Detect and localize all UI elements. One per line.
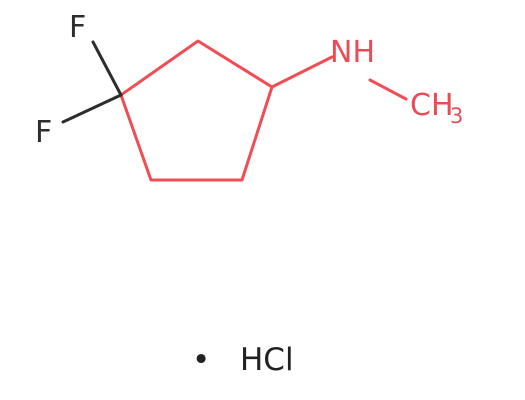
cyclopentane-ring bbox=[119, 39, 274, 182]
ring-bonds bbox=[119, 39, 274, 182]
fluorine-top-bond bbox=[91, 40, 123, 97]
amine-label: NH bbox=[330, 35, 375, 70]
methyl-label: CH bbox=[410, 88, 454, 123]
methyl-subscript: 3 bbox=[450, 104, 463, 128]
amine-to-methyl-bond bbox=[368, 78, 408, 101]
salt-separator: • bbox=[192, 342, 210, 378]
hydrochloride-label: HCl bbox=[240, 342, 294, 378]
ring-to-amine-bond bbox=[270, 55, 334, 89]
fluorine-left-bond bbox=[61, 93, 123, 124]
fluorine-left-label: F bbox=[35, 115, 52, 150]
fluorine-top-label: F bbox=[69, 10, 86, 45]
